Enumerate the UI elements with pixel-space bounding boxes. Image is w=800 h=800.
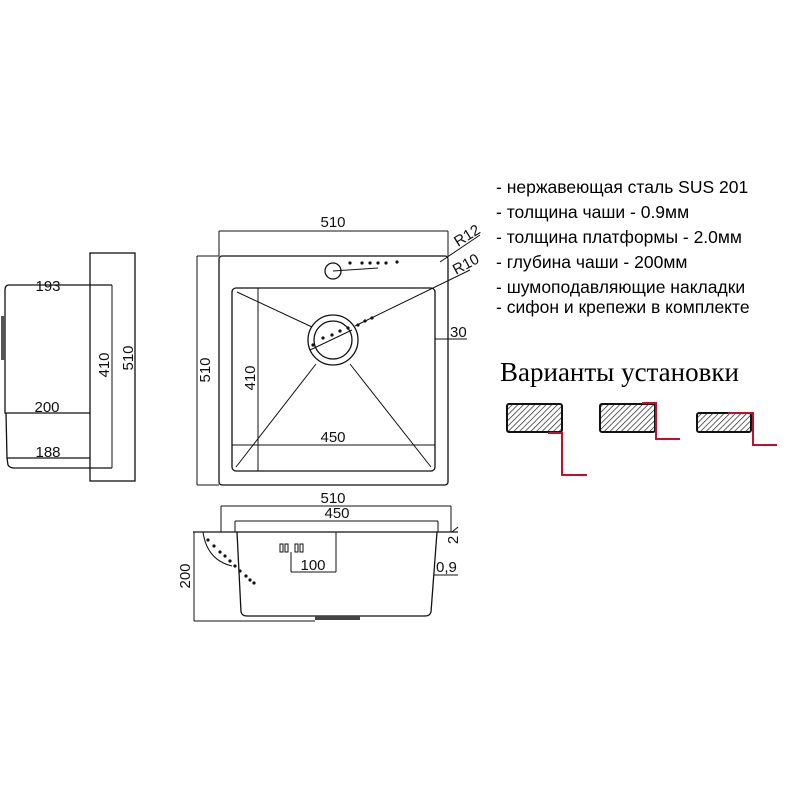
spec-list: - нержавеющая сталь SUS 201 - толщина ча… [496,177,750,317]
dim-510-top: 510 [320,214,345,231]
dim-0-9: 0,9 [436,559,457,576]
overflow-holes [279,543,304,553]
faucet-hole [324,262,342,280]
front-view: 510 450 200 100 0,9 2 [177,490,462,622]
dim-410-inner: 410 [242,365,259,390]
install-variant-1 [506,403,587,476]
spec-item: - толщина платформы - 2.0мм [496,227,742,247]
drain-outer [307,314,359,366]
spec-item: - толщина чаши - 0.9мм [496,202,689,222]
dim-200: 200 [34,399,59,416]
spec-item: - глубина чаши - 200мм [496,252,687,272]
dim-30: 30 [450,324,467,341]
side-view: 193 200 188 410 510 [1,252,137,482]
dim-193: 193 [35,278,60,295]
install-variant-3 [696,412,777,446]
radius-r12: R12 [451,221,483,250]
dim-2: 2 [445,536,462,544]
handle-profile [1,316,5,360]
dim-188: 188 [35,444,60,461]
spec-item: - нержавеющая сталь SUS 201 [496,177,748,197]
install-title: Варианты установки [500,357,739,387]
dim-450-front: 450 [324,505,349,522]
dim-100: 100 [300,557,325,574]
dim-450: 450 [320,429,345,446]
spec-item: - сифон и крепежи в комплекте [496,297,750,317]
install-variant-2 [599,402,680,440]
dim-200-depth: 200 [177,563,194,588]
dim-510-left: 510 [197,357,214,382]
radius-r10: R10 [450,251,482,279]
top-view: 510 510 410 450 R12 R10 30 [196,214,483,486]
spec-item: - шумоподавляющие накладки [496,277,745,297]
dim-510-front: 510 [320,490,345,507]
dim-410: 410 [96,352,113,377]
dim-510: 510 [120,345,137,370]
drain-inner [313,320,353,360]
